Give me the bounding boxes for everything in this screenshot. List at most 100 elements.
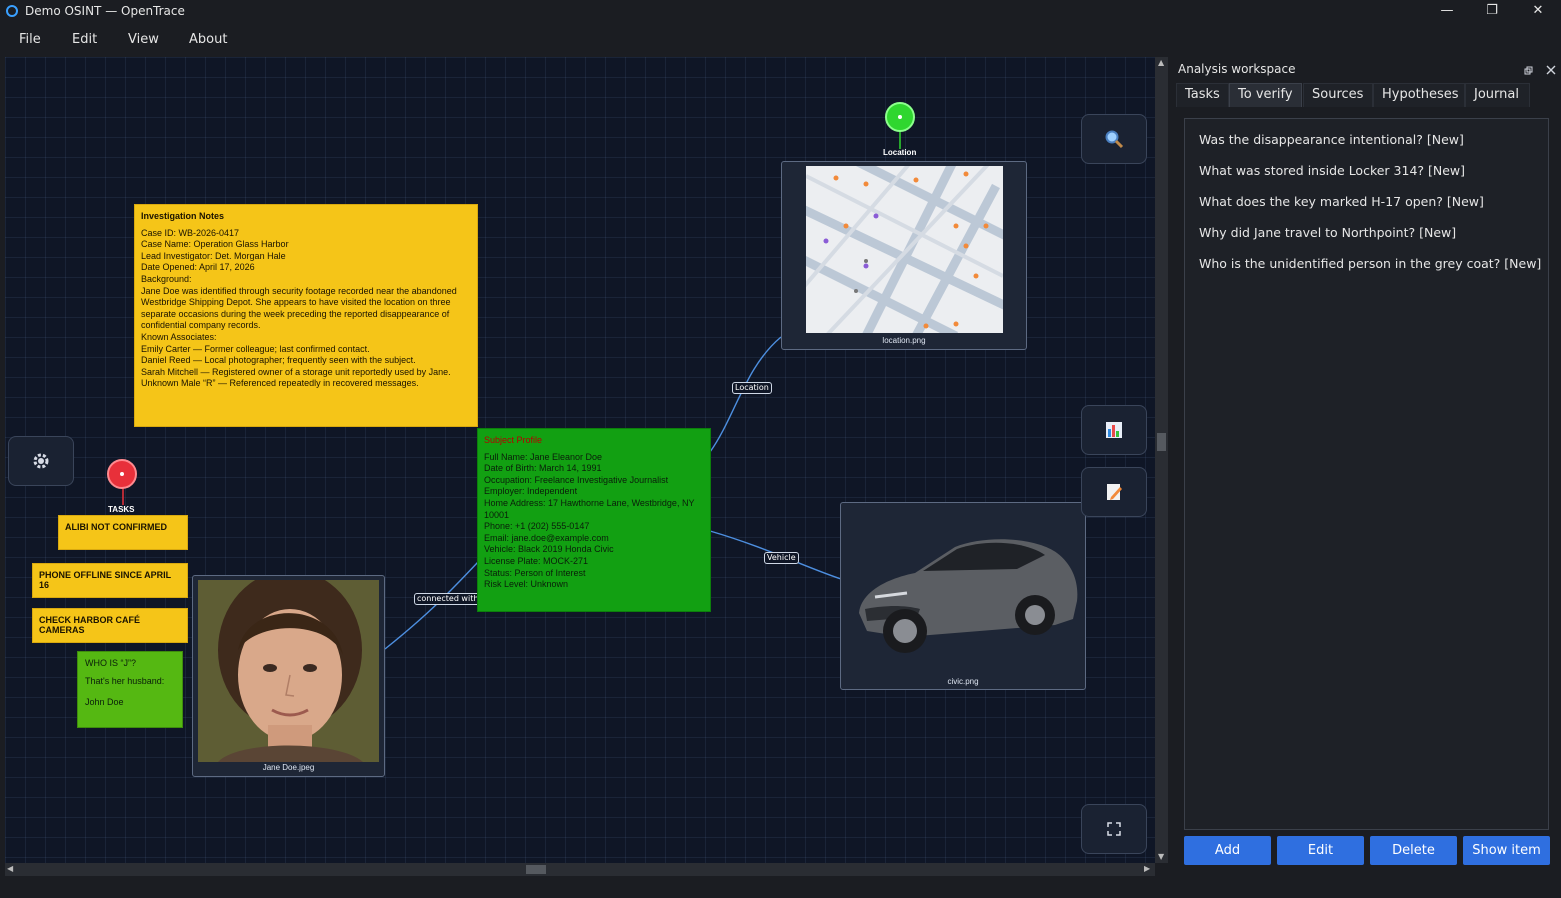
note-line: Case ID: WB-2026-0417 xyxy=(141,227,240,238)
edit-button[interactable]: Edit xyxy=(1277,836,1364,865)
edge-label-location: Location xyxy=(732,382,772,394)
edge-label-vehicle: Vehicle xyxy=(764,552,799,564)
menu-file[interactable]: File xyxy=(19,32,41,47)
car-image-card[interactable]: civic.png xyxy=(840,502,1086,690)
edit-note-button[interactable] xyxy=(1081,467,1147,517)
menu-view[interactable]: View xyxy=(128,32,159,47)
window-title: Demo OSINT — OpenTrace xyxy=(25,4,185,18)
profile-line: Employer: Independent xyxy=(484,486,578,497)
who-is-j-line: That's her husband: xyxy=(85,675,165,686)
portrait-image xyxy=(198,580,379,762)
profile-line: Email: jane.doe@example.com xyxy=(484,532,609,543)
tasks-pin-label: TASKS xyxy=(108,505,135,514)
investigation-notes-card[interactable]: Investigation Notes Case ID: WB-2026-041… xyxy=(134,204,478,427)
tab-sources[interactable]: Sources xyxy=(1303,83,1373,107)
profile-line: Date of Birth: March 14, 1991 xyxy=(484,463,602,474)
task-card-phone-offline[interactable]: PHONE OFFLINE SINCE APRIL 16 xyxy=(32,563,188,598)
list-item[interactable]: What was stored inside Locker 314? [New] xyxy=(1199,163,1466,178)
status-bar xyxy=(0,877,1561,898)
note-line: Daniel Reed — Local photographer; freque… xyxy=(141,355,416,366)
note-line: Lead Investigator: Det. Morgan Hale xyxy=(141,250,286,261)
close-panel-icon[interactable] xyxy=(1546,65,1556,75)
verify-list[interactable]: Was the disappearance intentional? [New]… xyxy=(1184,118,1549,830)
menu-bar: File Edit View About xyxy=(0,23,1561,57)
profile-line: Status: Person of Interest xyxy=(484,567,586,578)
note-line: Known Associates: xyxy=(141,331,217,342)
who-is-j-line: John Doe xyxy=(85,697,124,708)
fit-view-button[interactable] xyxy=(1081,804,1147,854)
delete-button[interactable]: Delete xyxy=(1370,836,1457,865)
show-item-button[interactable]: Show item xyxy=(1463,836,1550,865)
panel-title: Analysis workspace xyxy=(1178,62,1296,76)
list-item[interactable]: What does the key marked H-17 open? [New… xyxy=(1199,194,1484,209)
note-line: Background: xyxy=(141,273,192,284)
tasks-pin-icon[interactable] xyxy=(107,459,137,489)
profile-line: Home Address: 17 Hawthorne Lane, Westbri… xyxy=(484,497,695,520)
scroll-down-icon[interactable]: ▼ xyxy=(1158,852,1165,861)
profile-line: Full Name: Jane Eleanor Doe xyxy=(484,451,603,462)
map-caption: location.png xyxy=(882,336,926,345)
location-pin-label: Location xyxy=(883,148,917,157)
note-line: Sarah Mitchell — Registered owner of a s… xyxy=(141,366,451,377)
tab-hypotheses[interactable]: Hypotheses xyxy=(1373,83,1465,107)
car-image xyxy=(859,539,1078,653)
settings-button[interactable] xyxy=(8,436,74,486)
horizontal-scroll-thumb[interactable] xyxy=(526,865,546,874)
note-line: Emily Carter — Former colleague; last co… xyxy=(141,343,370,354)
subject-profile-title: Subject Profile xyxy=(484,435,543,445)
scroll-up-icon[interactable]: ▲ xyxy=(1158,58,1165,67)
car-caption: civic.png xyxy=(947,677,979,686)
list-item[interactable]: Who is the unidentified person in the gr… xyxy=(1199,256,1542,271)
search-button[interactable] xyxy=(1081,114,1147,164)
profile-line: Vehicle: Black 2019 Honda Civic xyxy=(484,544,614,555)
tab-to-verify[interactable]: To verify xyxy=(1229,83,1302,107)
tab-tasks[interactable]: Tasks xyxy=(1176,83,1229,107)
location-pin-icon[interactable] xyxy=(885,102,915,132)
note-line: Jane Doe was identified through security… xyxy=(141,285,457,331)
tab-journal[interactable]: Journal xyxy=(1465,83,1530,107)
note-line: Case Name: Operation Glass Harbor xyxy=(141,239,289,250)
profile-line: License Plate: MOCK-271 xyxy=(484,555,589,566)
bar-chart-icon xyxy=(1106,422,1122,438)
portrait-image-card[interactable]: Jane Doe.jpeg xyxy=(192,575,385,777)
scroll-left-icon[interactable]: ◀ xyxy=(7,864,14,873)
edit-document-icon xyxy=(1107,484,1122,500)
vertical-scroll-thumb[interactable] xyxy=(1157,433,1166,451)
map-image xyxy=(806,166,1003,333)
app-logo-icon xyxy=(6,5,18,17)
investigation-notes-title: Investigation Notes xyxy=(141,211,225,221)
who-is-j-title: WHO IS “J”? xyxy=(85,658,136,668)
menu-about[interactable]: About xyxy=(189,32,228,47)
minimize-button[interactable]: — xyxy=(1440,3,1454,18)
edge-label-connected: connected with xyxy=(414,593,482,605)
graph-canvas[interactable]: connected with Location Vehicle Investig… xyxy=(5,57,1155,863)
task-card-harbor-cameras[interactable]: CHECK HARBOR CAFÉ CAMERAS xyxy=(32,608,188,643)
task-card-alibi[interactable]: ALIBI NOT CONFIRMED xyxy=(58,515,188,550)
subject-profile-card[interactable]: Subject Profile Full Name: Jane Eleanor … xyxy=(477,428,711,612)
close-button[interactable]: ✕ xyxy=(1532,3,1544,18)
analysis-workspace-panel: Analysis workspace Tasks To verify Sourc… xyxy=(1170,57,1561,877)
gear-icon xyxy=(33,453,49,469)
portrait-caption: Jane Doe.jpeg xyxy=(262,763,315,772)
edge-subject-map xyxy=(709,336,782,453)
list-item[interactable]: Was the disappearance intentional? [New] xyxy=(1199,132,1464,147)
profile-line: Risk Level: Unknown xyxy=(484,579,569,590)
float-panel-icon[interactable] xyxy=(1524,66,1533,75)
note-line: Date Opened: April 17, 2026 xyxy=(141,262,255,273)
fullscreen-icon xyxy=(1107,822,1121,836)
who-is-j-card[interactable]: WHO IS “J”? That's her husband: John Doe xyxy=(77,651,183,728)
canvas-horizontal-scrollbar[interactable]: ◀ ▶ xyxy=(5,863,1155,876)
maximize-button[interactable]: ❐ xyxy=(1486,3,1498,18)
map-image-card[interactable]: location.png xyxy=(781,161,1027,350)
edge-portrait-subject xyxy=(384,561,479,650)
title-bar: Demo OSINT — OpenTrace — ❐ ✕ xyxy=(0,0,1561,23)
menu-edit[interactable]: Edit xyxy=(72,32,98,47)
search-icon xyxy=(1105,130,1124,149)
list-item[interactable]: Why did Jane travel to Northpoint? [New] xyxy=(1199,225,1457,240)
profile-line: Phone: +1 (202) 555-0147 xyxy=(484,521,590,532)
canvas-vertical-scrollbar[interactable]: ▲ ▼ xyxy=(1155,57,1168,863)
chart-button[interactable] xyxy=(1081,405,1147,455)
add-button[interactable]: Add xyxy=(1184,836,1271,865)
profile-line: Occupation: Freelance Investigative Jour… xyxy=(484,474,669,485)
scroll-right-icon[interactable]: ▶ xyxy=(1144,864,1151,873)
